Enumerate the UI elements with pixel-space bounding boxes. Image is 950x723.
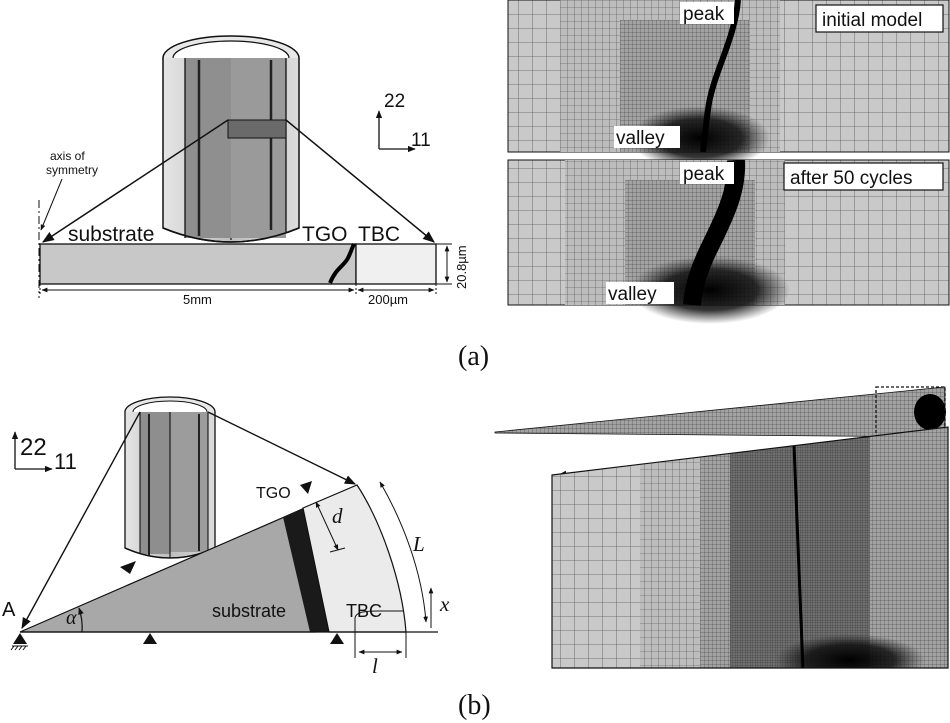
peak-label-initial: peak [683, 4, 725, 25]
wedge-mesh-zoom [551, 426, 949, 669]
wedge-mesh-overview [494, 386, 946, 438]
tgo-label-a: TGO [302, 223, 348, 246]
point-a-label: A [2, 599, 16, 621]
x-symbol: x [439, 592, 450, 616]
panel-a-label: (a) [458, 341, 489, 372]
tbc-label-b: TBC [346, 601, 382, 621]
panel-a-schematic: 22 11 axis of symmetry substrate TGO TBC… [38, 35, 469, 307]
substrate-label-b: substrate [212, 601, 286, 621]
tgo-label-b: TGO [256, 485, 291, 502]
tbc-length-label: 200µm [368, 292, 408, 307]
axis-of-symmetry-label-2: symmetry [46, 163, 98, 177]
axis-11-label-a: 11 [411, 130, 431, 151]
mesh-initial-model: peak valley initial model [507, 0, 950, 170]
tbc-label-a: TBC [358, 223, 400, 246]
initial-model-tag: initial model [822, 10, 922, 31]
height-label: 20.8µm [454, 245, 469, 289]
after-50-cycles-tag: after 50 cycles [790, 168, 913, 189]
d-symbol: d [332, 504, 343, 528]
cylinder-a [162, 35, 300, 243]
cylinder-b [124, 396, 216, 559]
alpha-symbol: α [66, 607, 77, 629]
axis-22-label-a: 22 [384, 91, 405, 112]
axis-22-label-b: 22 [20, 434, 47, 461]
substrate-length-label: 5mm [183, 292, 212, 307]
L-symbol: L [412, 532, 425, 556]
peak-label-after: peak [683, 164, 725, 185]
valley-label-initial: valley [616, 128, 665, 149]
axis-of-symmetry-label-1: axis of [50, 149, 85, 163]
panel-b-schematic: 22 11 A α substrate [2, 396, 450, 678]
substrate-label-a: substrate [68, 223, 154, 246]
mesh-after-50-cycles: peak valley after 50 cycles [507, 159, 950, 324]
valley-label-after: valley [608, 284, 657, 305]
l-symbol: l [372, 654, 378, 678]
axis-11-label-b: 11 [54, 449, 77, 474]
panel-b-label: (b) [458, 690, 491, 721]
